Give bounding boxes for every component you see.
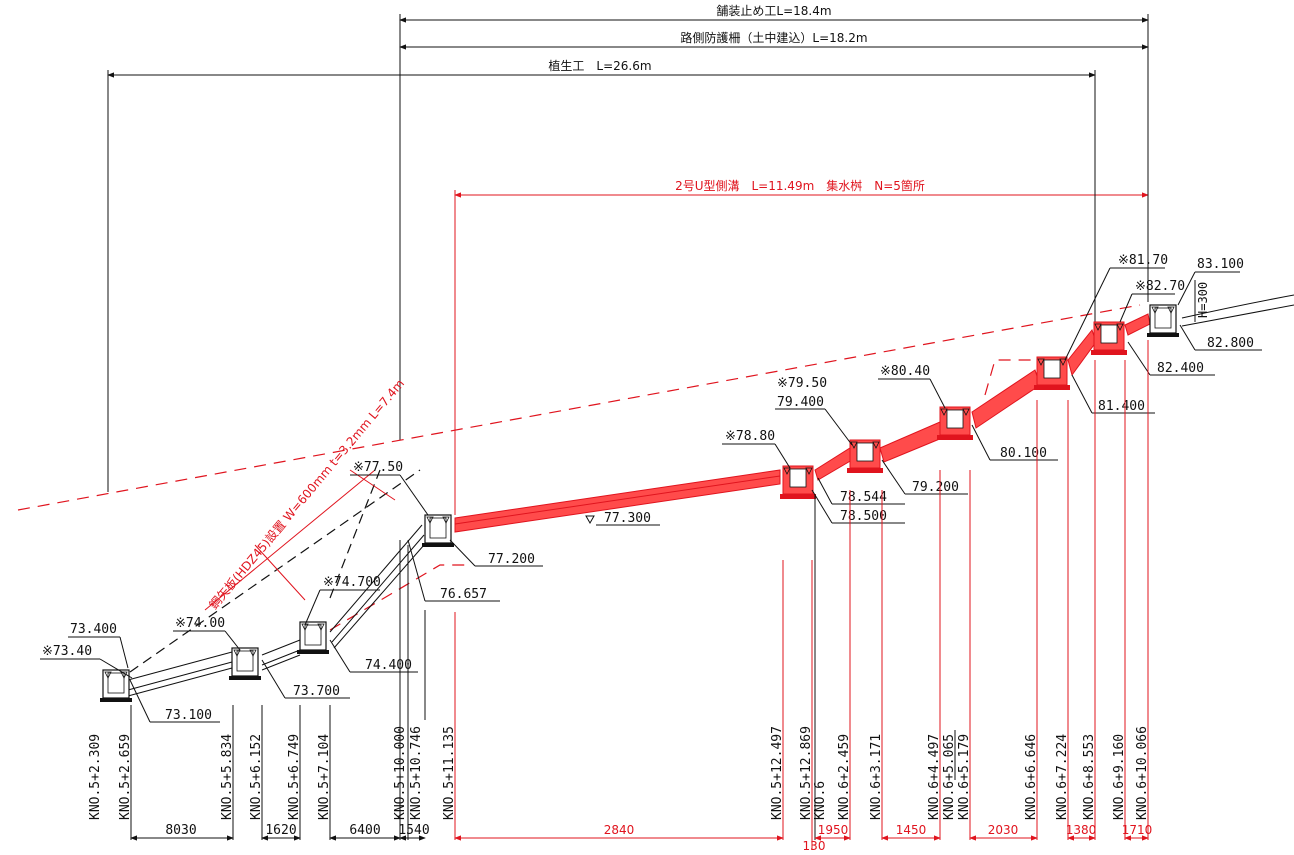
svg-text:76.657: 76.657 bbox=[440, 587, 487, 602]
svg-text:KNO.6+4.497: KNO.6+4.497 bbox=[927, 734, 942, 820]
svg-text:82.800: 82.800 bbox=[1207, 336, 1254, 351]
guardrail-label: 路側防護柵（土中建込）L=18.2m bbox=[680, 30, 867, 45]
svg-text:KNO.5+12.497: KNO.5+12.497 bbox=[770, 726, 785, 820]
svg-text:※73.40: ※73.40 bbox=[42, 644, 92, 659]
svg-text:KNO.5+12.869: KNO.5+12.869 bbox=[799, 726, 814, 820]
svg-text:83.100: 83.100 bbox=[1197, 257, 1244, 272]
slope-dashed-line bbox=[129, 469, 421, 673]
top-dimension-lines bbox=[107, 14, 1149, 515]
svg-text:※81.70: ※81.70 bbox=[1118, 253, 1168, 268]
svg-text:KNO.5+10.746: KNO.5+10.746 bbox=[409, 726, 424, 820]
svg-text:77.200: 77.200 bbox=[488, 552, 535, 567]
svg-text:KNO.6: KNO.6 bbox=[813, 781, 828, 820]
svg-text:80.100: 80.100 bbox=[1000, 446, 1047, 461]
svg-text:H=300: H=300 bbox=[1196, 282, 1210, 318]
svg-text:73.100: 73.100 bbox=[165, 708, 212, 723]
svg-text:1950: 1950 bbox=[818, 823, 849, 837]
svg-text:※79.50: ※79.50 bbox=[777, 376, 827, 391]
svg-text:KNO.6+7.224: KNO.6+7.224 bbox=[1055, 734, 1070, 820]
svg-text:※82.70: ※82.70 bbox=[1135, 279, 1185, 294]
svg-text:KNO.6+6.646: KNO.6+6.646 bbox=[1024, 734, 1039, 820]
svg-text:77.300: 77.300 bbox=[604, 511, 651, 526]
svg-text:2030: 2030 bbox=[988, 823, 1019, 837]
svg-text:73.700: 73.700 bbox=[293, 684, 340, 699]
svg-text:82.400: 82.400 bbox=[1157, 361, 1204, 376]
svg-text:KNO.6+9.160: KNO.6+9.160 bbox=[1112, 734, 1127, 820]
svg-text:78.544: 78.544 bbox=[840, 490, 887, 505]
svg-text:78.500: 78.500 bbox=[840, 509, 887, 524]
svg-text:KNO.6+3.171: KNO.6+3.171 bbox=[869, 734, 884, 820]
svg-text:KNO.5+11.135: KNO.5+11.135 bbox=[442, 726, 457, 820]
svg-text:1450: 1450 bbox=[896, 823, 927, 837]
svg-text:KNO.6+5.065: KNO.6+5.065 bbox=[942, 734, 957, 820]
station-labels: KNO.5+2.309 KNO.5+2.659 KNO.5+5.834 KNO.… bbox=[88, 726, 1150, 820]
u-ditch-label: 2号U型側溝 L=11.49m 集水桝 N=5箇所 bbox=[675, 178, 925, 193]
svg-text:※78.80: ※78.80 bbox=[725, 429, 775, 444]
svg-text:1620: 1620 bbox=[265, 823, 296, 838]
svg-text:KNO.6+10.066: KNO.6+10.066 bbox=[1135, 726, 1150, 820]
svg-text:KNO.6+8.553: KNO.6+8.553 bbox=[1082, 734, 1097, 820]
svg-text:2840: 2840 bbox=[604, 823, 635, 837]
svg-text:※74.700: ※74.700 bbox=[323, 575, 381, 590]
design-grade-dashed-line bbox=[17, 304, 1141, 511]
svg-text:79.200: 79.200 bbox=[912, 480, 959, 495]
svg-text:KNO.5+7.104: KNO.5+7.104 bbox=[317, 734, 332, 820]
svg-text:KNO.5+10.000: KNO.5+10.000 bbox=[393, 726, 408, 820]
planting-label: 植生工 L=26.6m bbox=[548, 58, 651, 73]
svg-text:73.400: 73.400 bbox=[70, 622, 117, 637]
svg-text:1710: 1710 bbox=[1122, 823, 1153, 837]
road-profile-left bbox=[127, 524, 426, 720]
svg-text:81.400: 81.400 bbox=[1098, 399, 1145, 414]
svg-text:8030: 8030 bbox=[165, 823, 196, 838]
station-extension-lines bbox=[130, 340, 1149, 850]
svg-text:KNO.5+2.659: KNO.5+2.659 bbox=[118, 734, 133, 820]
svg-text:KNO.6+5.179: KNO.6+5.179 bbox=[957, 734, 972, 820]
paving-stop-label: 舗装止め工L=18.4m bbox=[716, 4, 831, 18]
svg-text:KNO.5+6.152: KNO.5+6.152 bbox=[249, 734, 264, 820]
svg-text:74.400: 74.400 bbox=[365, 658, 412, 673]
svg-text:※80.40: ※80.40 bbox=[880, 364, 930, 379]
svg-text:KNO.6+2.459: KNO.6+2.459 bbox=[837, 734, 852, 820]
bottom-dimension-chain: 8030 1620 6400 1540 2840 1950 1450 2030 … bbox=[130, 823, 1153, 853]
svg-text:130: 130 bbox=[803, 839, 826, 853]
svg-text:1380: 1380 bbox=[1066, 823, 1097, 837]
elevation-labels: 73.400 ※73.40 73.100 ※74.00 73.700 ※74.7… bbox=[40, 253, 1262, 723]
svg-text:※77.50: ※77.50 bbox=[353, 460, 403, 475]
svg-text:※74.00: ※74.00 bbox=[175, 616, 225, 631]
svg-text:1540: 1540 bbox=[398, 823, 429, 838]
svg-text:6400: 6400 bbox=[349, 823, 380, 838]
svg-text:KNO.5+6.749: KNO.5+6.749 bbox=[287, 734, 302, 820]
svg-text:79.400: 79.400 bbox=[777, 395, 824, 410]
svg-text:KNO.5+5.834: KNO.5+5.834 bbox=[220, 734, 235, 820]
svg-text:KNO.5+2.309: KNO.5+2.309 bbox=[88, 734, 103, 820]
